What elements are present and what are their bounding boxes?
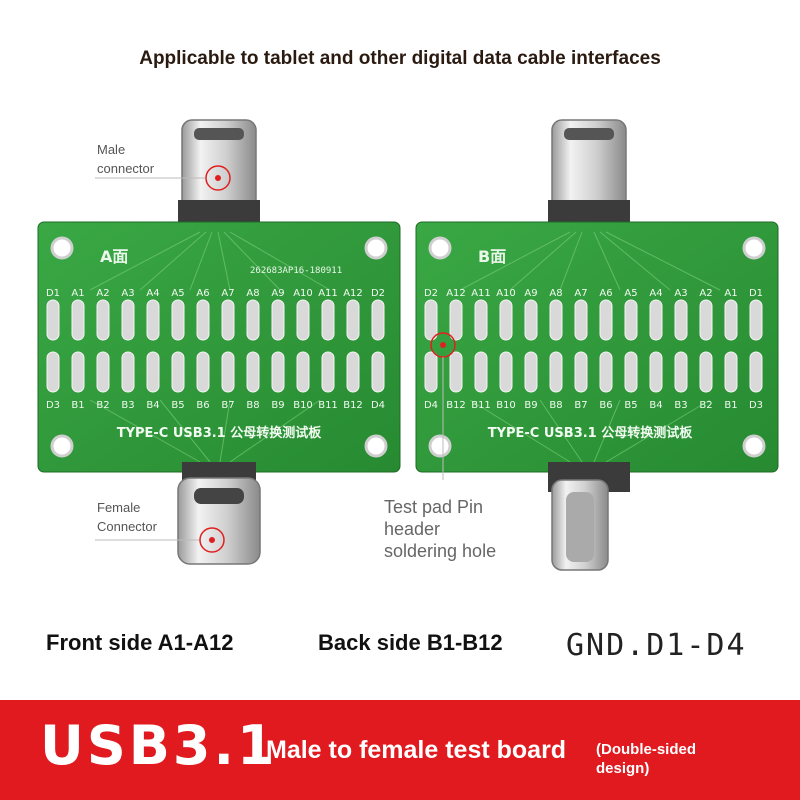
svg-text:A12: A12 — [343, 288, 363, 299]
svg-text:B9: B9 — [271, 400, 284, 411]
svg-text:B2: B2 — [96, 400, 109, 411]
svg-text:A9: A9 — [271, 288, 284, 299]
svg-text:B3: B3 — [674, 400, 687, 411]
svg-text:D3: D3 — [749, 400, 763, 411]
svg-text:A1: A1 — [724, 288, 737, 299]
svg-text:B7: B7 — [221, 400, 234, 411]
board-b-footer: TYPE-C USB3.1 公母转换测试板 — [488, 425, 694, 441]
svg-text:D2: D2 — [424, 288, 438, 299]
pin-labels-b-bottom: D4 B12 B11 B10 B9 B8 B7 B6 B5 B4 B3 B2 B… — [424, 400, 763, 411]
banner-title: USB3.1 — [40, 714, 278, 777]
pin-labels-b-top: D2 A12 A11 A10 A9 A8 A7 A6 A5 A4 A3 A2 A… — [424, 288, 763, 299]
svg-text:B12: B12 — [446, 400, 466, 411]
svg-text:B10: B10 — [293, 400, 313, 411]
svg-text:A7: A7 — [574, 288, 587, 299]
svg-text:A1: A1 — [71, 288, 84, 299]
headline: Applicable to tablet and other digital d… — [139, 48, 661, 69]
svg-text:A10: A10 — [293, 288, 313, 299]
svg-text:A8: A8 — [549, 288, 562, 299]
female-connector-callout: Female Connector — [97, 500, 157, 534]
board-a-part-code: 262683AP16-180911 — [250, 266, 342, 276]
svg-text:D3: D3 — [46, 400, 60, 411]
svg-text:D4: D4 — [371, 400, 385, 411]
svg-text:D4: D4 — [424, 400, 438, 411]
callout-markers — [95, 165, 456, 553]
svg-text:A4: A4 — [649, 288, 662, 299]
svg-text:D1: D1 — [749, 288, 763, 299]
svg-text:A11: A11 — [318, 288, 338, 299]
pad-row-b-top — [424, 299, 763, 341]
svg-text:A12: A12 — [446, 288, 466, 299]
svg-text:A3: A3 — [121, 288, 134, 299]
svg-text:A10: A10 — [496, 288, 516, 299]
pin-labels-a-top: D1 A1 A2 A3 A4 A5 A6 A7 A8 A9 A10 A11 A1… — [46, 288, 385, 299]
svg-text:B1: B1 — [71, 400, 84, 411]
board-a: A面 262683AP16-180911 D1 A1 A2 A3 A4 A5 A… — [37, 119, 401, 565]
svg-text:B2: B2 — [699, 400, 712, 411]
svg-text:B7: B7 — [574, 400, 587, 411]
front-side-caption: Front side A1-A12 — [46, 630, 234, 655]
svg-text:A5: A5 — [171, 288, 184, 299]
svg-text:B12: B12 — [343, 400, 363, 411]
svg-text:A6: A6 — [599, 288, 612, 299]
svg-text:A6: A6 — [196, 288, 209, 299]
svg-text:A9: A9 — [524, 288, 537, 299]
svg-text:A4: A4 — [146, 288, 159, 299]
svg-text:B1: B1 — [724, 400, 737, 411]
gnd-caption: GND.D1-D4 — [566, 628, 747, 663]
svg-text:B9: B9 — [524, 400, 537, 411]
svg-text:A7: A7 — [221, 288, 234, 299]
svg-text:B11: B11 — [471, 400, 491, 411]
pad-row-a-top — [46, 299, 385, 341]
board-a-side-label: A面 — [100, 247, 128, 266]
pin-labels-a-bottom: D3 B1 B2 B3 B4 B5 B6 B7 B8 B9 B10 B11 B1… — [46, 400, 385, 411]
test-pad-callout: Test pad Pin header soldering hole — [384, 497, 497, 561]
svg-text:A5: A5 — [624, 288, 637, 299]
svg-text:B4: B4 — [146, 400, 159, 411]
svg-text:B5: B5 — [624, 400, 637, 411]
svg-text:B6: B6 — [196, 400, 209, 411]
board-a-footer: TYPE-C USB3.1 公母转换测试板 — [117, 425, 323, 441]
svg-text:B3: B3 — [121, 400, 134, 411]
back-side-caption: Back side B1-B12 — [318, 630, 503, 655]
pad-row-a-bottom — [46, 351, 385, 393]
banner-note: (Double-sided design) — [596, 741, 696, 777]
svg-text:B11: B11 — [318, 400, 338, 411]
svg-text:A2: A2 — [96, 288, 109, 299]
pad-row-b-bottom — [424, 351, 763, 393]
svg-text:B5: B5 — [171, 400, 184, 411]
svg-text:A2: A2 — [699, 288, 712, 299]
male-marker — [205, 165, 231, 191]
svg-text:B10: B10 — [496, 400, 516, 411]
bottom-banner — [0, 700, 800, 800]
male-connector-callout: Male connector — [97, 142, 155, 176]
svg-text:D2: D2 — [371, 288, 385, 299]
female-marker — [199, 527, 225, 553]
svg-text:A11: A11 — [471, 288, 491, 299]
svg-text:D1: D1 — [46, 288, 60, 299]
board-b-side-label: B面 — [478, 247, 506, 266]
svg-text:B8: B8 — [246, 400, 259, 411]
board-b: B面 D2 A12 A11 A10 A9 A8 A7 A6 A5 A4 A3 A… — [415, 119, 779, 571]
svg-text:B6: B6 — [599, 400, 612, 411]
svg-text:B8: B8 — [549, 400, 562, 411]
svg-text:A3: A3 — [674, 288, 687, 299]
svg-text:A8: A8 — [246, 288, 259, 299]
banner-subtitle: Male to female test board — [266, 736, 567, 764]
svg-text:B4: B4 — [649, 400, 662, 411]
